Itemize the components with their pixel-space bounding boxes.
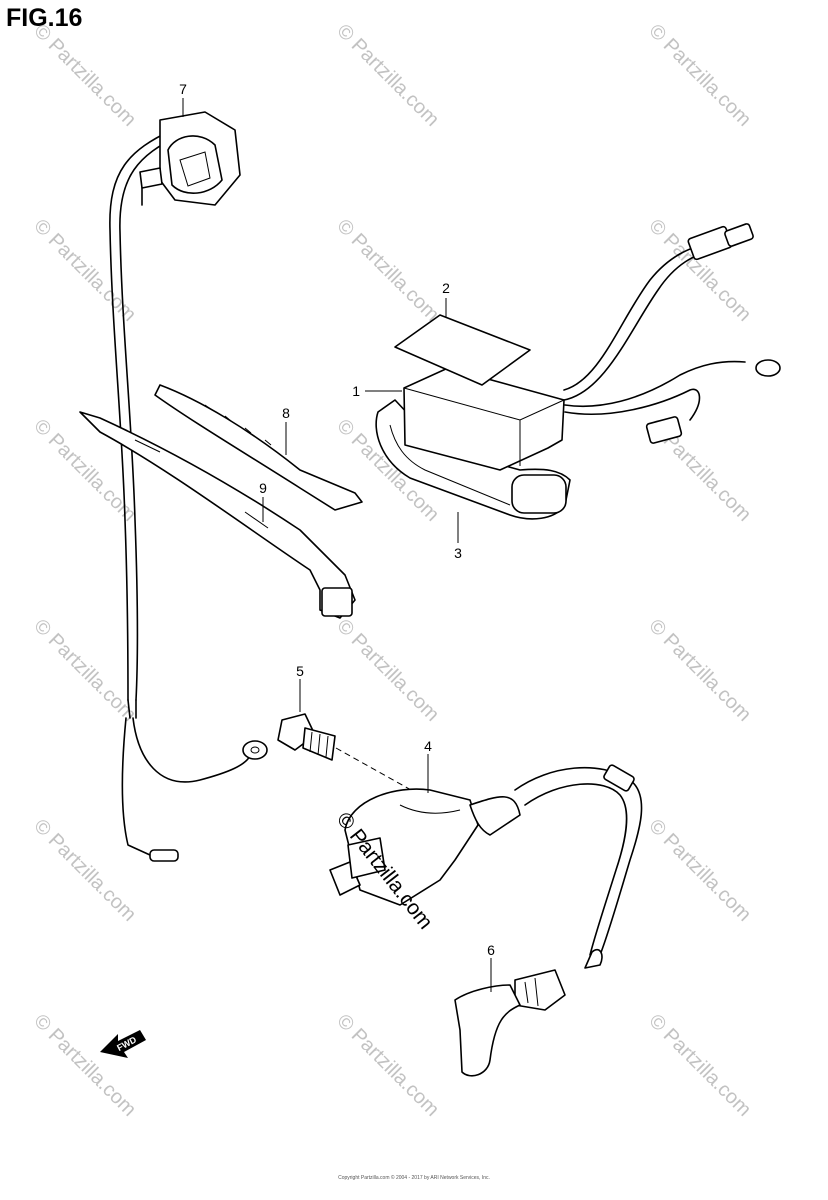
callout-label: 4 (424, 738, 432, 754)
callout-label: 1 (352, 383, 360, 399)
callout-label: 9 (259, 480, 267, 496)
callout-label: 8 (282, 405, 290, 421)
cable-tie-8 (154, 384, 363, 511)
forward-arrow-icon: FWD (100, 1030, 146, 1058)
callout-label: 5 (296, 663, 304, 679)
callout-label: 7 (179, 81, 187, 97)
cable-tie-9 (79, 411, 356, 619)
callout-label: 3 (454, 545, 462, 561)
spark-plug-cap (454, 948, 603, 1077)
bolt (277, 713, 421, 796)
ignition-switch (109, 111, 268, 862)
footer-copyright: Copyright Partzilla.com © 2004 - 2017 by… (338, 1175, 490, 1181)
callout-label: 2 (442, 280, 450, 296)
callout-label: 6 (487, 942, 495, 958)
callout-group: 7 1 2 3 8 9 5 4 6 (179, 81, 495, 992)
ignition-coil (329, 764, 643, 956)
cdi-unit (375, 223, 781, 520)
figure-title: FIG.16 (6, 4, 83, 32)
